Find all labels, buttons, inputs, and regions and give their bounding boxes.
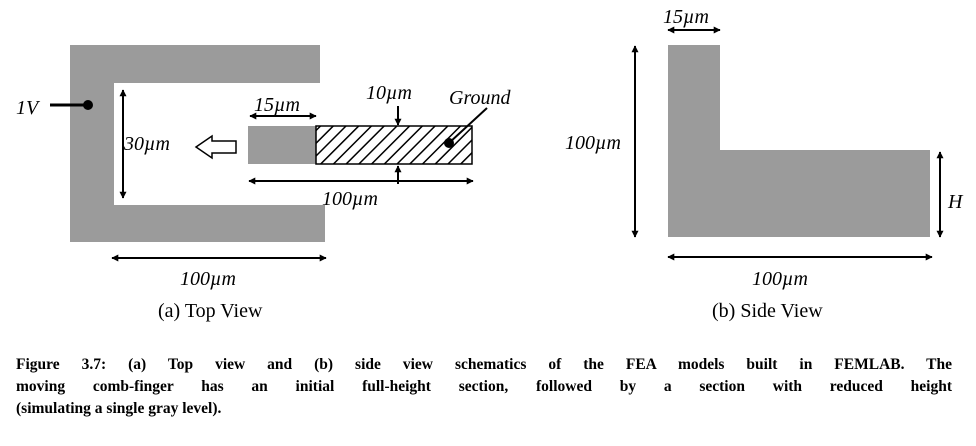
ground-label: Ground (449, 87, 511, 109)
fea-schematic-figure: 1V 30µm 15µm 10µm Ground 100µm 100µm (a)… (16, 6, 964, 322)
figure-caption: Figure 3.7: (a) Top view and (b) side vi… (16, 354, 952, 420)
side-view: 15µm 100µm H 100µm (b) Side View (565, 6, 964, 322)
motion-direction-arrow (194, 134, 237, 160)
fixed-electrode (70, 45, 325, 242)
voltage-contact-dot (83, 100, 93, 110)
voltage-label: 1V (16, 97, 41, 119)
side-view-caption: (b) Side View (712, 300, 823, 322)
ground-leader-line (448, 107, 488, 144)
electrode-length-label: 100µm (180, 268, 236, 290)
finger-full-height-section (248, 126, 316, 164)
reduced-height-label: H (947, 191, 964, 213)
top-view-caption: (a) Top View (158, 300, 263, 322)
finger-side-profile (668, 45, 930, 237)
side-length-label: 100µm (752, 268, 808, 290)
side-width-label: 15µm (663, 6, 709, 28)
caption-line-2: moving comb-finger has an initial full-h… (16, 378, 952, 395)
caption-line-1: Figure 3.7: (a) Top view and (b) side vi… (16, 356, 952, 373)
finger-length-label: 100µm (322, 188, 378, 210)
side-height-label: 100µm (565, 132, 621, 154)
finger-width-label: 15µm (254, 94, 300, 116)
top-view: 1V 30µm 15µm 10µm Ground 100µm 100µm (a)… (16, 45, 511, 322)
gap-height-label: 30µm (123, 133, 170, 155)
gap-label: 10µm (366, 82, 412, 104)
caption-line-3: (simulating a single gray level). (16, 400, 222, 417)
